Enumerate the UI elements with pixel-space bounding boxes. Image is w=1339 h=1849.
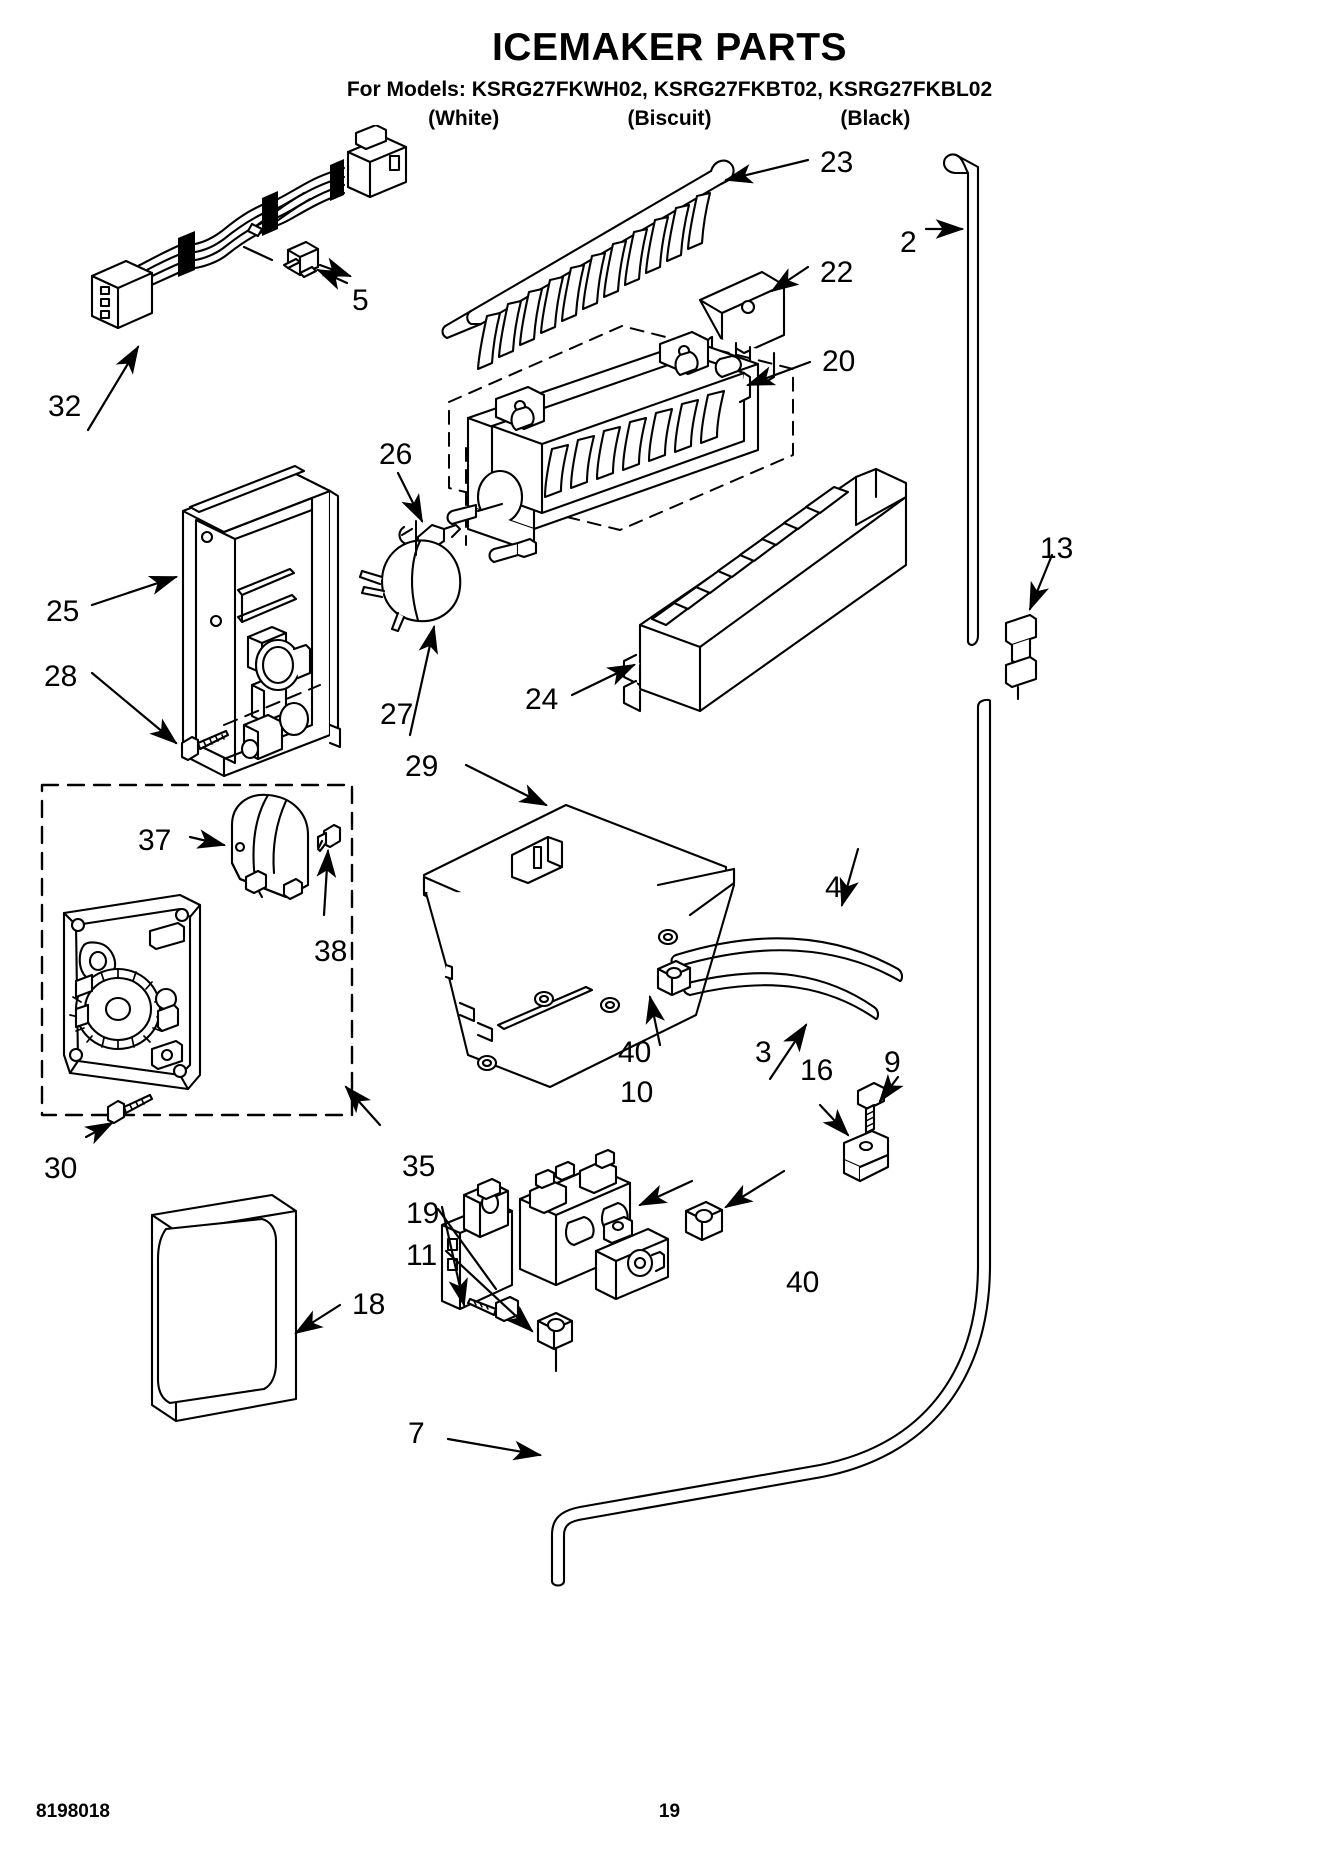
callout-16: 16 [800, 1054, 834, 1087]
callout-3: 3 [755, 1036, 772, 1069]
part-harness-clip [242, 240, 353, 290]
page-header: ICEMAKER PARTS For Models: KSRG27FKWH02,… [0, 0, 1339, 131]
callout-22: 22 [820, 256, 854, 289]
part-tube-nut-lower [684, 1169, 786, 1242]
part-ejector-blade [441, 158, 810, 371]
page-title: ICEMAKER PARTS [491, 26, 848, 69]
callout-18: 18 [352, 1288, 386, 1321]
part-water-valve [440, 1148, 694, 1311]
part-wire-harness [86, 125, 408, 432]
colors-line: (White) (Biscuit) (Black) [0, 106, 1339, 131]
part-valve-nut [444, 1249, 574, 1373]
callout-32: 32 [48, 390, 82, 423]
part-gear-plate [62, 893, 202, 1091]
part-supply-tube [446, 698, 992, 1587]
callout-5: 5 [352, 284, 369, 317]
exploded-diagram [0, 125, 1339, 1765]
part-gear-motor-assembly [40, 783, 382, 1127]
callout-11: 11 [406, 1239, 438, 1272]
page-number: 19 [658, 1801, 681, 1822]
part-module-housing [90, 464, 342, 778]
part-plate-screw [84, 1093, 154, 1145]
callout-23: 23 [820, 146, 854, 179]
callout-29: 29 [405, 750, 439, 783]
callout-19: 19 [406, 1197, 440, 1230]
callout-28: 28 [44, 660, 78, 693]
part-valve-screw [436, 1205, 520, 1323]
part-icemaker-motor [358, 520, 462, 737]
callout-30: 30 [44, 1152, 78, 1185]
color-black: (Black) [840, 107, 911, 131]
callout-35: 35 [402, 1150, 436, 1183]
callout-4: 4 [825, 871, 842, 904]
callout-27: 27 [380, 698, 414, 731]
callout-13: 13 [1040, 532, 1074, 565]
part-ice-mold [446, 325, 812, 564]
callout-25: 25 [46, 595, 80, 628]
callout-40-upper: 40 [618, 1036, 652, 1069]
models-label: For Models: [346, 77, 466, 101]
callout-24: 24 [525, 683, 559, 716]
document-number: 8198018 [36, 1801, 110, 1822]
diagram-svg [40, 125, 1054, 1587]
callout-10: 10 [620, 1076, 654, 1109]
color-white: (White) [428, 107, 500, 131]
models-line: For Models: KSRG27FKWH02, KSRG27FKBT02, … [0, 77, 1339, 102]
part-fill-tube [924, 153, 980, 646]
callout-26: 26 [379, 438, 413, 471]
callout-2: 2 [900, 226, 917, 259]
models-list: KSRG27FKWH02, KSRG27FKBT02, KSRG27FKBL02 [471, 77, 993, 101]
part-mounting-bracket [422, 763, 736, 1089]
callout-20: 20 [822, 345, 856, 378]
part-tube-nut-upper [645, 959, 692, 1047]
callout-38: 38 [314, 935, 348, 968]
part-mounting-screw [90, 671, 321, 762]
part-tube-coupling [1004, 553, 1054, 701]
part-water-tube-lower [682, 972, 880, 1081]
callout-9: 9 [884, 1046, 901, 1079]
part-cover-screw [316, 823, 342, 917]
page-footer: 8198018 19 [0, 1801, 1339, 1827]
callout-40-lower: 40 [786, 1266, 820, 1299]
callout-37: 37 [138, 824, 172, 857]
color-biscuit: (Biscuit) [627, 107, 712, 131]
part-water-tube-upper [670, 847, 904, 983]
part-clamp-screw [856, 1073, 904, 1135]
part-tube-clamp [818, 1103, 890, 1183]
callout-7: 7 [408, 1417, 425, 1450]
part-ice-stripper [570, 467, 908, 713]
part-motor-cover [188, 793, 310, 901]
part-ice-container [150, 1193, 342, 1423]
